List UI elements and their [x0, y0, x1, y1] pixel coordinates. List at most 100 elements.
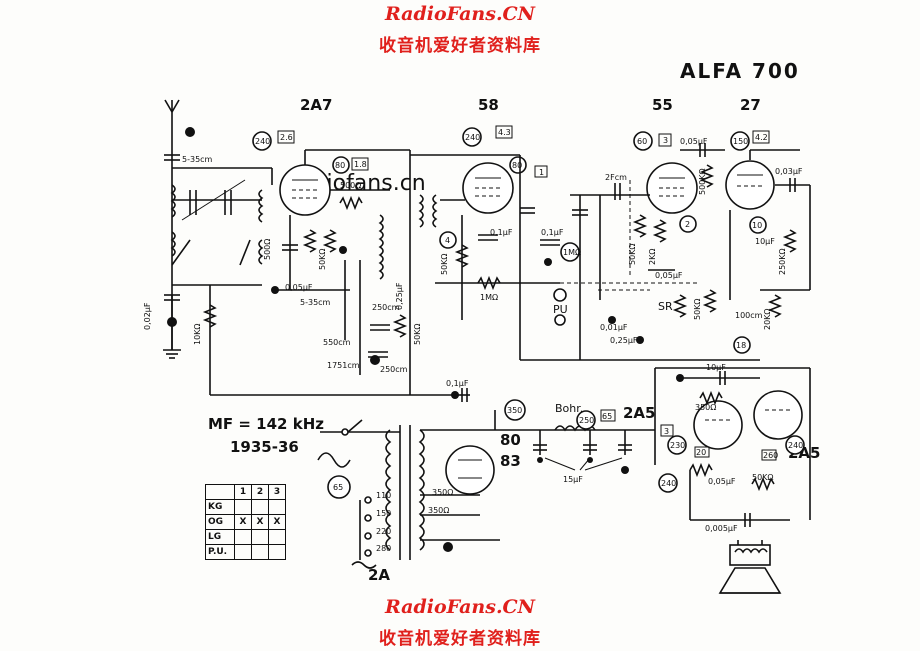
label-c1751: 1751cm — [327, 361, 360, 370]
voltage-marker — [679, 215, 697, 233]
label-c535b: 5-35cm — [300, 298, 331, 307]
voltage-marker — [785, 435, 805, 455]
tap-280: 280 — [376, 544, 391, 553]
v65: 65 — [602, 412, 612, 421]
label-c005b: 0,05µF — [680, 137, 708, 146]
label-c15: 15µF — [563, 475, 583, 484]
voltage-marker — [504, 399, 526, 421]
v250: 250 — [579, 416, 594, 425]
mains-switch — [341, 428, 349, 436]
switch-cell: X — [268, 514, 286, 530]
label-c002: 0,02µF — [143, 302, 152, 330]
terminal-dot — [621, 466, 629, 474]
watermark-subtitle-bottom: 收音机爱好者资料库 — [379, 629, 541, 649]
v240c: 240 — [661, 479, 676, 488]
v240d: 240 — [788, 441, 803, 450]
voltage-box — [534, 165, 548, 178]
terminal-dot — [443, 542, 453, 552]
v10: 10 — [752, 221, 762, 230]
v42: 4.2 — [755, 133, 768, 142]
voltage-marker — [509, 156, 527, 174]
watermark-brand-bottom: RadioFans.CN — [384, 596, 536, 618]
label-r1m: 1MΩ — [480, 293, 498, 302]
label-r350: 350Ω — [432, 488, 453, 497]
tube-label-58: 58 — [478, 96, 499, 114]
voltage-box — [658, 133, 672, 147]
terminal-dot — [451, 391, 459, 399]
v350: 350 — [507, 406, 522, 415]
rectifier-label-80: 80 — [500, 431, 521, 449]
rectifier-tube — [445, 445, 495, 495]
tube-27 — [725, 160, 775, 210]
label-c001: 0,01µF — [600, 323, 628, 332]
voltage-box — [600, 409, 616, 422]
v240a: 240 — [255, 137, 270, 146]
label-c003: 0,03µF — [775, 167, 803, 176]
switch-header: 3 — [268, 484, 286, 500]
v20: 20 — [696, 448, 706, 457]
v1: 1 — [539, 168, 544, 177]
v150: 150 — [733, 137, 748, 146]
tap-150: 150 — [376, 509, 391, 518]
tap-terminal — [364, 532, 372, 540]
terminal-dot — [167, 317, 177, 327]
voltage-marker — [327, 475, 351, 499]
tube-label-27: 27 — [740, 96, 761, 114]
fuse-label: 2A — [368, 566, 390, 584]
voltage-marker — [560, 242, 580, 262]
voltage-marker — [658, 473, 678, 493]
wavechange-switch-table: 1 2 3 KG OG X X X LG P.U. — [205, 484, 286, 560]
voltage-box — [351, 157, 369, 171]
voltage-marker — [332, 156, 350, 174]
label-r50ke: 50KΩ — [693, 298, 702, 320]
switch-cell: X — [251, 514, 269, 530]
sr-label: SR — [658, 300, 673, 313]
tube-label-2a7: 2A7 — [300, 96, 332, 114]
label-c01d: 0,1µF — [446, 379, 469, 388]
voltage-box — [277, 130, 295, 144]
label-r350a: 350Ω — [695, 403, 716, 412]
tube-label-2a5-left: 2A5 — [623, 404, 655, 422]
antenna-symbol — [164, 99, 180, 140]
label-r50k: 50KΩ — [318, 248, 327, 270]
tube-2a5-right — [753, 390, 803, 440]
v230: 230 — [670, 441, 685, 450]
switch-cell — [234, 544, 252, 560]
terminal-dot — [537, 457, 543, 463]
tube-2a5-left — [693, 400, 743, 450]
terminal-dot — [339, 246, 347, 254]
label-c250a: 250cm — [372, 303, 400, 312]
mf-label: MF = 142 kHz — [208, 415, 324, 433]
switch-cell — [234, 499, 252, 515]
switch-cell — [268, 529, 286, 545]
voltage-marker — [749, 216, 767, 234]
terminal-dot — [370, 355, 380, 365]
v80a: 80 — [335, 161, 345, 170]
switch-cell — [251, 529, 269, 545]
label-c0005: 0,005µF — [705, 524, 738, 533]
v60: 60 — [637, 137, 647, 146]
v80b: 80 — [512, 161, 522, 170]
year-label: 1935-36 — [230, 438, 299, 456]
voltage-box — [495, 125, 513, 139]
label-c250b: 250cm — [380, 365, 408, 374]
switch-cell — [268, 499, 286, 515]
switch-header: 1 — [234, 484, 252, 500]
label-c025b: 0,25µF — [610, 336, 638, 345]
terminal-dot — [636, 336, 644, 344]
tube-58 — [462, 162, 514, 214]
voltage-marker — [252, 131, 272, 151]
switch-header: 2 — [251, 484, 269, 500]
label-c535: 5-35cm — [182, 155, 213, 164]
tap-terminal — [364, 549, 372, 557]
switch-cell — [251, 499, 269, 515]
v240b: 240 — [465, 133, 480, 142]
label-c01a: 0,1µF — [490, 228, 513, 237]
voltage-marker — [733, 336, 751, 354]
watermark-subtitle-top: 收音机爱好者资料库 — [379, 36, 541, 56]
v18b: 18 — [736, 341, 746, 350]
voltage-marker — [462, 127, 482, 147]
rectifier-label-83: 83 — [500, 452, 521, 470]
